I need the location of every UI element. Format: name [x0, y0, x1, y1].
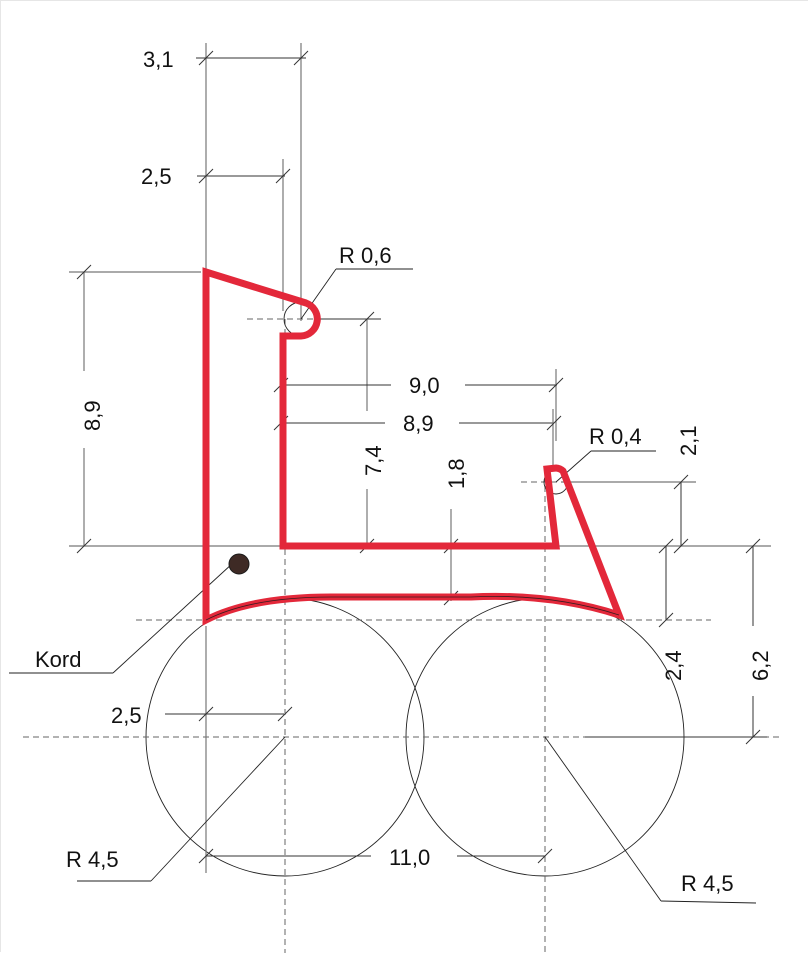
dim-inner-width-outer: 9,0: [409, 373, 440, 398]
dim-circle-spacing: 11,0: [389, 845, 430, 870]
cord-label: Kord: [35, 647, 81, 672]
radius-left-roller: R 4,5: [66, 847, 119, 872]
red-profile: [202, 267, 625, 626]
dim-base-to-circle-top: 2,4: [661, 650, 686, 681]
dim-inner-height: 7,4: [361, 445, 386, 476]
cord-marker: [228, 553, 250, 575]
radius-right-roller: R 4,5: [681, 871, 734, 896]
dim-base-gap: 1,8: [444, 458, 469, 489]
dimension-labels: 3,1 2,5 R 0,6 8,9 9,0 8,9 7,4 1,8 R 0,4 …: [35, 47, 773, 896]
dim-lip-height: 2,1: [676, 425, 701, 456]
dimension-lines: [9, 43, 771, 904]
dim-top-inner: 2,5: [141, 164, 172, 189]
dim-top-outer: 3,1: [143, 47, 174, 72]
radius-lip-hook: R 0,4: [589, 424, 642, 449]
dim-left-height: 8,9: [80, 400, 105, 431]
radius-top-hook: R 0,6: [339, 243, 392, 268]
dim-inner-width-inner: 8,9: [403, 411, 434, 436]
dim-left-offset: 2,5: [111, 703, 142, 728]
dim-base-to-circle-center: 6,2: [748, 650, 773, 681]
